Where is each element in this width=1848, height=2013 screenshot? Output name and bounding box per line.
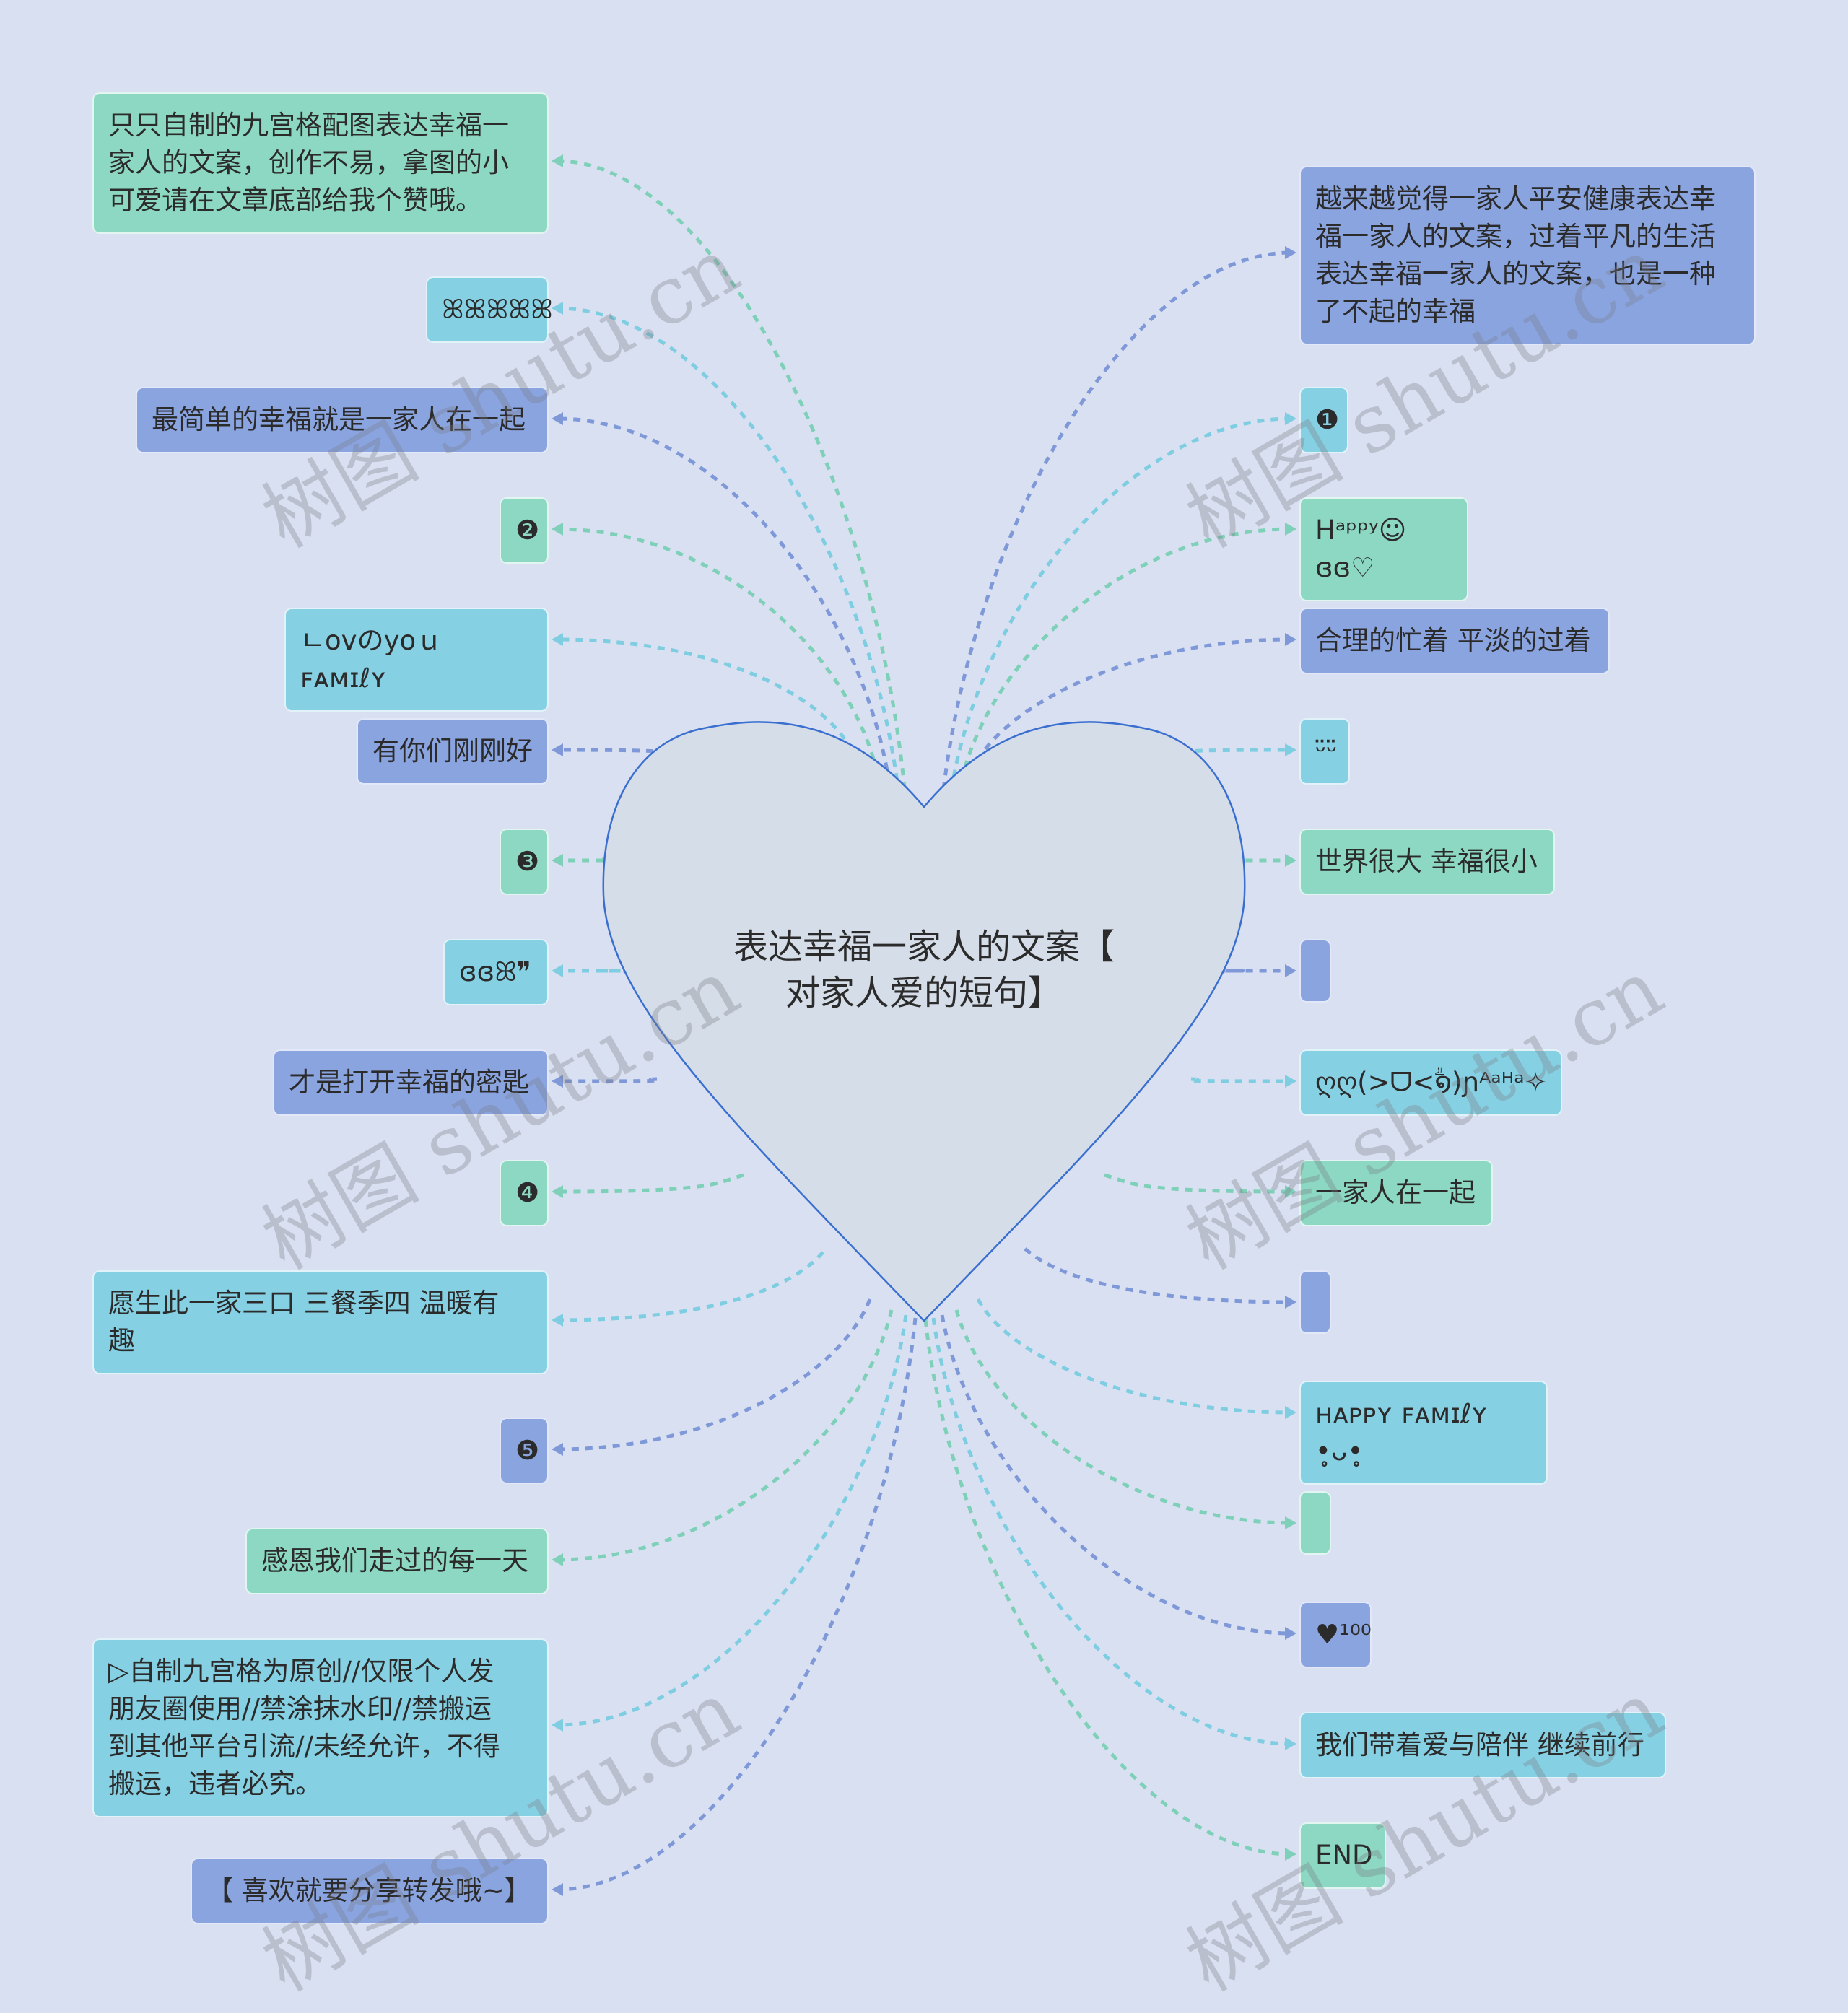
left-arrowhead-5 [552,633,563,646]
right-arrowhead-12 [1285,1516,1296,1529]
left-arrowhead-6 [552,743,563,756]
left-arrowhead-15 [552,1883,563,1896]
left-node-4[interactable]: ❷ [500,497,549,564]
left-connector-12 [557,1298,872,1451]
left-arrowhead-2 [552,302,563,315]
right-node-4[interactable]: 合理的忙着 平淡的过着 [1299,608,1610,674]
right-node-13[interactable]: ♥¹⁰⁰ [1299,1602,1372,1668]
left-connector-14 [557,1314,908,1727]
right-node-1[interactable]: 越来越觉得一家人平安健康表达幸 福一家人的文案，过着平凡的生活 表达幸福一家人的… [1299,166,1756,345]
left-connector-9 [557,1077,658,1083]
right-connector-13 [940,1314,1291,1636]
left-arrowhead-13 [552,1553,563,1566]
right-connector-12 [954,1309,1291,1525]
left-node-6[interactable]: 有你们刚刚好 [357,718,549,785]
right-arrowhead-3 [1285,523,1296,536]
left-arrowhead-14 [552,1719,563,1732]
right-node-15[interactable]: END [1299,1822,1386,1889]
left-connector-1 [557,159,908,803]
left-arrowhead-4 [552,523,563,536]
right-node-5[interactable]: ᵕ̈ᵕ̈ [1299,718,1350,785]
left-node-14[interactable]: ▷自制九宫格为原创//仅限个人发 朋友圈使用//禁涂抹水印//禁搬运 到其他平台… [92,1638,549,1817]
right-arrowhead-14 [1285,1737,1296,1750]
right-arrowhead-4 [1285,633,1296,646]
right-node-2[interactable]: ❶ [1299,387,1348,453]
left-arrowhead-1 [552,154,563,167]
left-connector-2 [557,306,901,795]
right-arrowhead-5 [1285,743,1296,756]
right-node-11[interactable]: ʜᴀᴘᴘʏ ꜰᴀᴍɪℓʏ •̥ᴗ•̥ [1299,1381,1548,1485]
right-connector-11 [976,1298,1291,1415]
right-arrowhead-6 [1285,854,1296,867]
center-heart[interactable] [602,721,1246,1322]
left-connector-15 [557,1317,918,1892]
left-connector-13 [557,1309,894,1562]
right-arrowhead-10 [1285,1296,1296,1309]
left-arrowhead-7 [552,854,563,867]
left-node-1[interactable]: 只只自制的九宫格配图表达幸福一 家人的文案，创作不易，拿图的小 可爱请在文章底部… [92,92,549,234]
left-connector-3 [557,416,892,784]
right-node-7[interactable] [1299,939,1331,1003]
right-connector-15 [923,1319,1291,1856]
left-node-3[interactable]: 最简单的幸福就是一家人在一起 [136,387,549,453]
right-node-12[interactable] [1299,1491,1331,1555]
right-connector-10 [1024,1247,1291,1304]
right-connector-4 [969,637,1291,773]
right-connector-9 [1104,1173,1291,1194]
left-node-11[interactable]: 愿生此一家三口 三餐季四 温暖有 趣 [92,1270,549,1374]
left-node-15[interactable]: 【 喜欢就要分享转发哦~】 [191,1858,549,1924]
left-node-7[interactable]: ❸ [500,829,549,895]
left-arrowhead-3 [552,412,563,425]
right-node-8[interactable]: ღღ(>ᗜ<ؖ໑)ɲᴬᵃᴴᵃ✧ [1299,1049,1562,1116]
right-connector-3 [959,527,1291,782]
left-arrowhead-9 [552,1075,563,1088]
right-connector-14 [931,1317,1291,1746]
right-connector-1 [940,250,1291,803]
right-arrowhead-8 [1285,1075,1296,1088]
right-arrowhead-9 [1285,1185,1296,1198]
left-arrowhead-10 [552,1185,563,1198]
right-arrowhead-15 [1285,1848,1296,1861]
right-node-3[interactable]: Hᵃᵖᵖʸ☺ɞɞ♡ [1299,497,1468,601]
right-arrowhead-1 [1285,246,1296,259]
right-connector-8 [1190,1077,1291,1083]
left-node-5[interactable]: ㄴovのyoｕ ꜰᴀᴍɪℓʏ [284,608,549,712]
left-node-13[interactable]: 感恩我们走过的每一天 [245,1528,549,1594]
left-connector-10 [557,1173,744,1194]
right-node-10[interactable] [1299,1270,1331,1334]
right-arrowhead-11 [1285,1406,1296,1419]
left-node-2[interactable]: ꕤꕤꕤꕤꕤ [426,276,553,343]
right-arrowhead-7 [1285,964,1296,977]
central-topic[interactable]: 表达幸福一家人的文案【 对家人爱的短句】 [733,927,1115,1013]
right-connector-2 [949,416,1291,791]
connector-lines [552,154,1296,1896]
left-arrowhead-8 [552,964,563,977]
left-arrowhead-12 [552,1443,563,1456]
right-node-6[interactable]: 世界很大 幸福很小 [1299,829,1555,895]
left-connector-5 [557,637,854,752]
left-node-8[interactable]: ɞɞꕤ❞ [443,939,549,1005]
left-connector-11 [557,1251,824,1322]
right-arrowhead-13 [1285,1627,1296,1640]
left-arrowhead-11 [552,1314,563,1327]
right-arrowhead-2 [1285,412,1296,425]
right-node-9[interactable]: 一家人在一起 [1299,1160,1493,1226]
right-node-14[interactable]: 我们带着爱与陪伴 继续前行 [1299,1712,1666,1778]
left-node-10[interactable]: ❹ [500,1160,549,1226]
left-node-9[interactable]: 才是打开幸福的密匙 [273,1049,549,1116]
left-node-12[interactable]: ❺ [500,1418,549,1484]
